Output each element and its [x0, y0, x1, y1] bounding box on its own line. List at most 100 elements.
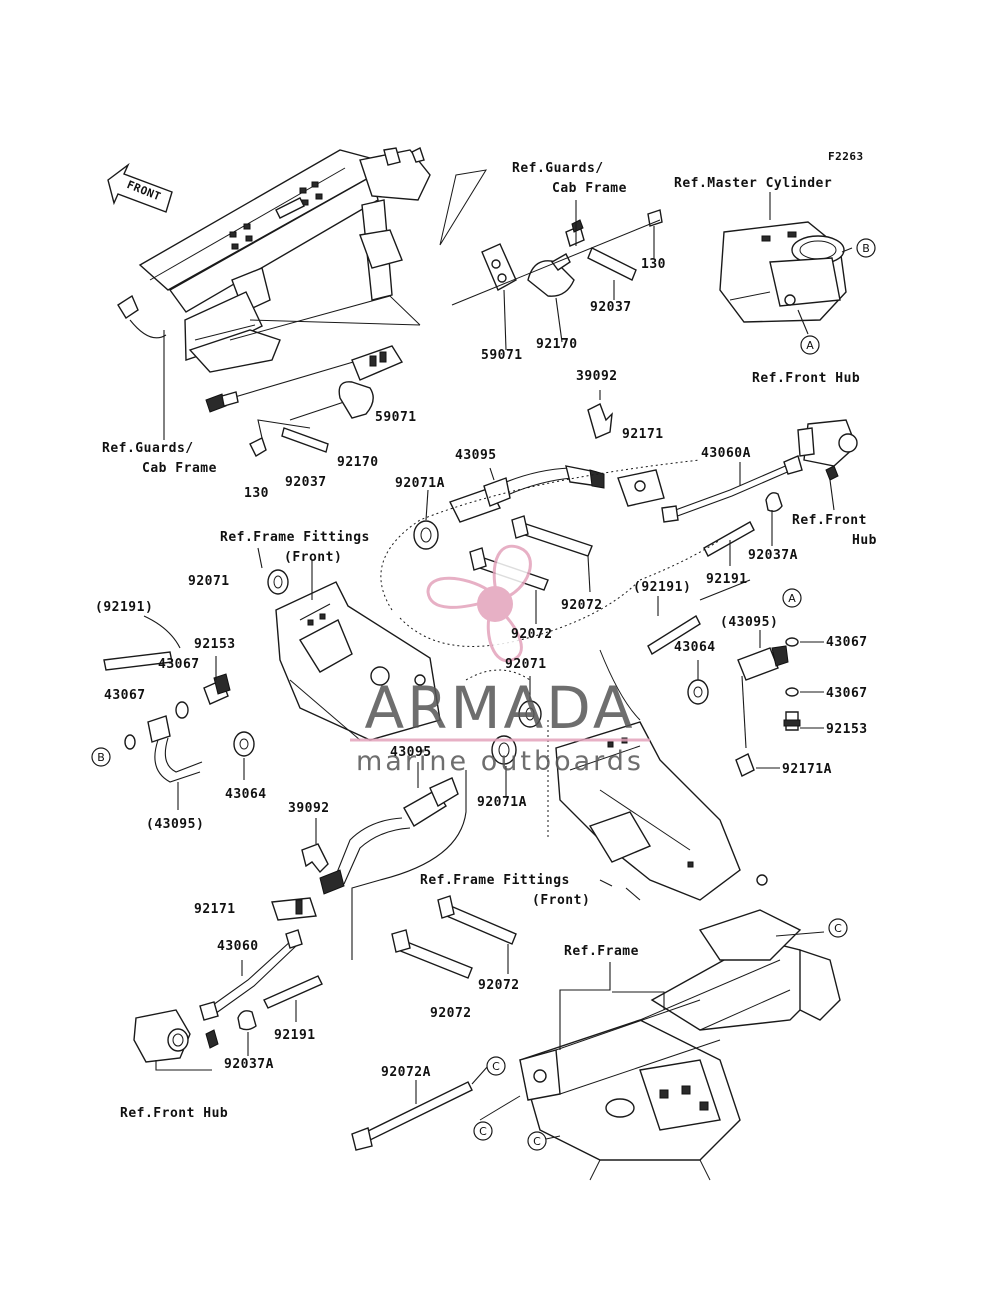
- part-label-p92191-bottom: 92191: [274, 1028, 316, 1043]
- ref-marker-letter: C: [533, 1135, 541, 1148]
- reference-label-ref-master-cylinder-line-1: Ref.Master Cylinder: [674, 176, 832, 191]
- part-label-p92191-right: 92191: [706, 572, 748, 587]
- ref-marker-letter: C: [492, 1060, 500, 1073]
- master-cylinder-illustration: [719, 221, 847, 323]
- ref-marker-letter: B: [97, 751, 105, 764]
- part-label-p92191-paren-right: (92191): [633, 580, 691, 595]
- watermark: ARMADA marine outboards: [350, 544, 650, 777]
- part-label-p92171a: 92171A: [782, 762, 832, 777]
- clamp-92037a-right: [765, 492, 783, 513]
- part-label-p59071-top: 59071: [481, 348, 523, 363]
- part-label-p43067-right-a: 43067: [826, 635, 868, 650]
- part-label-p92071-left: 92071: [188, 574, 230, 589]
- reference-label-ref-front-hub-right-line-2: Hub: [852, 533, 877, 548]
- propeller-logo-icon: [426, 544, 532, 663]
- ref-marker-letter: C: [834, 922, 842, 935]
- part-label-p43060a: 43060A: [701, 446, 751, 461]
- reference-label-ref-frame-fittings-top-line-1: Ref.Frame Fittings: [220, 530, 370, 545]
- brake-line-43060a: [661, 455, 803, 523]
- part-label-p92072-a: 92072: [561, 598, 603, 613]
- part-label-p92037-mid: 92037: [285, 475, 327, 490]
- brake-hose-43095-center: [319, 777, 459, 895]
- ref-marker-circle: [800, 335, 820, 355]
- part-label-p92037a-bottom: 92037A: [224, 1057, 274, 1072]
- ref-marker-letter: A: [788, 592, 796, 605]
- part-label-p39092-bottom: 39092: [288, 801, 330, 816]
- grommet-92071a-center: [491, 735, 517, 765]
- part-label-p92071-center: 92071: [505, 657, 547, 672]
- watermark-brand: ARMADA: [364, 674, 635, 742]
- part-label-p39092-top: 39092: [576, 369, 618, 384]
- ref-marker-letter: B: [862, 242, 870, 255]
- part-label-p43095-top: 43095: [455, 448, 497, 463]
- clip-92171-bottom: [271, 897, 317, 921]
- part-label-p92170-top: 92170: [536, 337, 578, 352]
- ref-marker-circle: [782, 588, 802, 608]
- bolt-130-left: [249, 437, 267, 457]
- brake-line-43060: [199, 929, 303, 1021]
- grommet-92071-left: [267, 569, 289, 595]
- ref-marker-circle: [828, 918, 848, 938]
- grommet-43064-left: [233, 731, 255, 757]
- reference-label-ref-guards-top-line-2: Cab Frame: [552, 181, 627, 196]
- clamp-59071-top: [481, 243, 517, 291]
- part-label-p92171-top: 92171: [622, 427, 664, 442]
- front-hub-bottom-illustration: [133, 1009, 219, 1063]
- ref-marker-mk-b-left: B: [91, 747, 111, 767]
- frame-fitting-right-illustration: [555, 721, 768, 901]
- washer-43067-right-b: [785, 687, 799, 697]
- part-label-p92072-b: 92072: [511, 627, 553, 642]
- grommet-92071-center: [518, 700, 542, 728]
- part-label-p92072a: 92072A: [381, 1065, 431, 1080]
- bracket-right-mount: [617, 469, 665, 507]
- diagram-code: F2263: [828, 150, 864, 163]
- reference-label-ref-frame-fittings-bottom-line-1: Ref.Frame Fittings: [420, 873, 570, 888]
- ref-marker-mk-c-low1: C: [473, 1121, 493, 1141]
- grommet-43064-right: [687, 679, 709, 705]
- part-number-labels: 1309203759071921703909292171590719217013…: [95, 257, 868, 1080]
- clip-39092-bottom: [301, 843, 329, 874]
- reference-label-ref-front-hub-right-line-1: Ref.Front: [792, 513, 867, 528]
- cab-frame-illustration: [117, 147, 487, 373]
- part-label-p92071a-center: 92071A: [477, 795, 527, 810]
- frame-fitting-left-illustration: [275, 581, 441, 741]
- sleeve-92191-left: [103, 651, 173, 671]
- plate-92037-mid: [281, 427, 329, 453]
- part-label-p43060: 43060: [217, 939, 259, 954]
- part-label-p43067-right-b: 43067: [826, 686, 868, 701]
- front-hub-right-illustration: [797, 419, 858, 481]
- clip-92171a: [735, 753, 755, 777]
- front-arrow-icon: FRONT: [107, 162, 173, 213]
- sleeve-92191-right: [703, 521, 755, 557]
- washer-43067-left-b: [124, 734, 136, 750]
- part-label-p92170-mid: 92170: [337, 455, 379, 470]
- cable-tie-92072a: [351, 1081, 473, 1151]
- bolt-92153-left: [203, 673, 231, 705]
- part-label-p130-mid: 130: [244, 486, 269, 501]
- ref-marker-mk-b-top: B: [856, 238, 876, 258]
- brake-hose-43095-upper: [449, 465, 605, 523]
- ref-marker-circle: [473, 1121, 493, 1141]
- hose-43095-right: [737, 645, 789, 749]
- reference-label-ref-guards-top-line-1: Ref.Guards/: [512, 161, 604, 176]
- reference-label-ref-frame-fittings-top-line-2: (Front): [284, 550, 342, 565]
- frame-bottom-illustration: [519, 909, 841, 1181]
- washer-43067-right-a: [785, 637, 799, 647]
- sleeve-92191-paren-right: [647, 614, 701, 656]
- clamp-92037a-bottom: [237, 1010, 257, 1031]
- reference-label-ref-frame-fittings-bottom-line-2: (Front): [532, 893, 590, 908]
- part-label-p92071a-top: 92071A: [395, 476, 445, 491]
- clamp-59071-mid: [351, 345, 404, 381]
- reference-label-ref-frame-line-1: Ref.Frame: [564, 944, 639, 959]
- watermark-tagline: marine outboards: [356, 746, 644, 777]
- part-label-p43095-paren-left: (43095): [146, 817, 204, 832]
- reference-label-ref-guards-left-line-2: Cab Frame: [142, 461, 217, 476]
- ref-marker-mk-a-right: A: [782, 588, 802, 608]
- ref-marker-mk-c-strap: C: [486, 1056, 506, 1076]
- part-label-p43064-right: 43064: [674, 640, 716, 655]
- part-label-p92037a-right: 92037A: [748, 548, 798, 563]
- cable-tie-92072-d: [391, 929, 473, 979]
- grommet-92071a-top: [413, 520, 439, 550]
